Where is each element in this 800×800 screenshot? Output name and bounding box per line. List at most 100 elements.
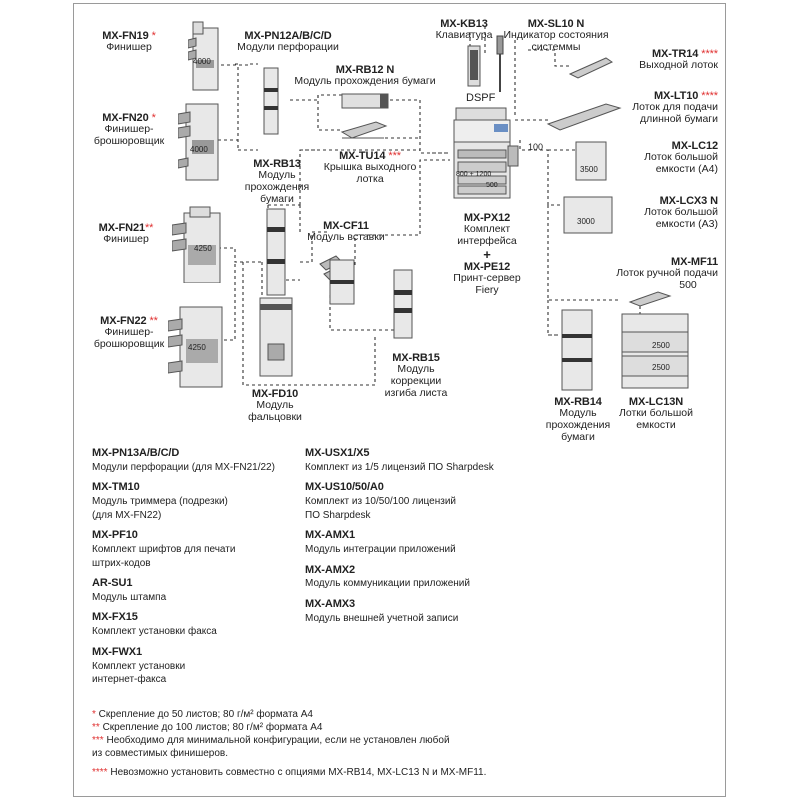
fn21-capacity: 4250 — [194, 244, 212, 253]
tu14-code: MX-TU14 — [339, 150, 386, 162]
fn19-capacity: 4000 — [193, 57, 211, 66]
kb13-desc: Клавиатура — [435, 29, 493, 42]
legend-code: MX-US10/50/A0 — [305, 481, 384, 494]
tray-cover-tu14-image — [340, 121, 388, 139]
legend-desc: Модуль триммера (подрезки) (для MX-FN22) — [92, 496, 228, 521]
lcx3-label: MX-LCX3 N Лоток большой емкости (А3) — [612, 195, 718, 231]
finisher-fn21-image — [172, 206, 221, 283]
lcx3-capacity: 3000 — [577, 217, 595, 226]
footnote-text: Невозможно установить совместно с опциям… — [107, 767, 487, 778]
tr14-label: MX-TR14 **** Выходной лоток — [612, 48, 718, 72]
fn21-code: MX-FN21 — [98, 222, 145, 234]
rb15-label: MX-RB15 Модуль коррекции изгиба листа — [376, 352, 456, 400]
legend-desc: Комплект шрифтов для печати штрих-кодов — [92, 544, 236, 569]
rb12-code: MX-RB12 N — [335, 64, 395, 76]
lc13-desc: Лотки большой емкости — [618, 407, 694, 432]
status-indicator-sl10-image — [496, 35, 504, 92]
fn20-desc: Финишер- брошюровщик — [93, 123, 165, 148]
sl10-code: MX-SL10 N — [527, 18, 585, 30]
cf11-desc: Модуль вставки — [307, 231, 385, 244]
legend-desc: Комплект установки факса — [92, 626, 217, 638]
kb13-code: MX-KB13 — [440, 18, 488, 30]
legend-desc: Модуль штампа — [92, 591, 167, 603]
legend-code: MX-FX15 — [92, 611, 138, 624]
fn21-desc: Финишер — [103, 233, 149, 246]
pn12-desc: Модули перфорации — [237, 41, 339, 54]
fn20-label: MX-FN20 * Финишер- брошюровщик — [84, 112, 174, 148]
rb13-label: MX-RB13 Модуль прохождения бумаги — [232, 158, 322, 206]
lcc-lc13n-image — [621, 313, 689, 389]
mf11-capacity: 500 — [679, 279, 697, 292]
lc13-code: MX-LC13N — [628, 396, 684, 408]
legend-code: MX-FWX1 — [92, 645, 143, 658]
paper-pass-rb14-image — [561, 309, 593, 391]
legend-desc: Комплект из 10/50/100 лицензий ПО Sharpd… — [305, 496, 457, 521]
finisher-fn19-image — [188, 21, 219, 91]
tu14-desc: Крышка выходного лотка — [323, 161, 417, 186]
rb15-desc: Модуль коррекции изгиба листа — [384, 363, 448, 399]
pn12-label: MX-PN12A/B/C/D Модули перфорации — [228, 30, 348, 54]
fn22-desc: Финишер- брошюровщик — [93, 326, 165, 351]
footnote: *** Необходимо для минимальной конфигура… — [92, 734, 532, 760]
keyboard-kb13-image — [467, 45, 481, 87]
long-paper-tray-lt10-image — [546, 103, 622, 131]
px12-label: MX-PX12 Комплект интерфейса + MX-PE12 Пр… — [444, 212, 530, 297]
exit-tray-tr14-image — [568, 57, 614, 79]
legend-code: MX-TM10 — [92, 481, 140, 494]
fn22-label: MX-FN22 ** Финишер- брошюровщик — [84, 315, 174, 351]
tu14-star: *** — [385, 150, 401, 162]
finisher-fn20-image — [178, 103, 219, 181]
fn20-code: MX-FN20 — [102, 112, 149, 124]
lc13-bottom-capacity: 2500 — [652, 363, 670, 372]
lcc-lcx3-image — [563, 196, 613, 234]
punch-module-pn12-image — [263, 67, 279, 135]
main-small-tray-capacity: 500 — [486, 182, 498, 189]
dspf-label: DSPF — [466, 92, 496, 104]
legend-code: MX-PN13A/B/C/D — [92, 447, 180, 459]
cf11-code: MX-CF11 — [323, 220, 369, 232]
fn19-label: MX-FN19 * Финишер — [88, 30, 170, 54]
legend-desc: Модуль коммуникации приложений — [305, 578, 470, 590]
px12-plus: + — [483, 246, 491, 262]
bypass-tray-mf11-image — [628, 291, 672, 307]
lcc-lc12-image — [575, 141, 607, 181]
finisher-fn22-image — [168, 306, 223, 388]
lt10-label: MX-LT10 **** Лоток для подачи длинной бу… — [612, 90, 718, 126]
paper-pass-rb13-image — [266, 208, 286, 296]
footnote-mark: * — [92, 709, 96, 720]
lc12-label: MX-LC12 Лоток большой емкости (А4) — [612, 140, 718, 176]
fn19-code: MX-FN19 — [102, 30, 149, 42]
legend-code: MX-AMX3 — [305, 597, 356, 610]
mf11-desc: Лоток ручной подачи — [616, 267, 718, 280]
lt10-desc: Лоток для подачи длинной бумаги — [632, 101, 718, 126]
pn12-code: MX-PN12A/B/C/D — [244, 30, 332, 42]
cf11-label: MX-CF11 Модуль вставки — [296, 220, 396, 244]
legend-desc: Комплект установки интернет-факса — [92, 660, 186, 686]
footnote: * Скрепление до 50 листов; 80 г/м² форма… — [92, 708, 532, 721]
legend-code: MX-AMX1 — [305, 529, 356, 542]
lc12-desc: Лоток большой емкости (А4) — [644, 151, 718, 176]
tr14-star: **** — [698, 48, 718, 60]
legend-code: MX-AMX2 — [305, 563, 356, 576]
fn19-star: * — [148, 30, 156, 42]
fd10-code: MX-FD10 — [251, 388, 299, 400]
mf11-label: MX-MF11 Лоток ручной подачи 500 — [598, 256, 718, 292]
fd10-label: MX-FD10 Модуль фальцовки — [240, 388, 310, 424]
legend-desc: Модуль интеграции приложений — [305, 544, 456, 556]
footnote-text: Скрепление до 50 листов; 80 г/м² формата… — [95, 709, 313, 720]
rb14-desc: Модуль прохождения бумаги — [545, 407, 611, 443]
lt10-code: MX-LT10 — [653, 90, 699, 102]
tr14-desc: Выходной лоток — [639, 59, 718, 72]
sl10-label: MX-SL10 N Индикатор состояния системмы — [500, 18, 612, 54]
sl10-desc: Индикатор состояния системмы — [503, 29, 609, 54]
kb13-label: MX-KB13 Клавиатура — [426, 18, 502, 42]
footnote-text: Скрепление до 100 листов; 80 г/м² формат… — [99, 722, 323, 733]
main-mfp-image — [453, 107, 519, 199]
